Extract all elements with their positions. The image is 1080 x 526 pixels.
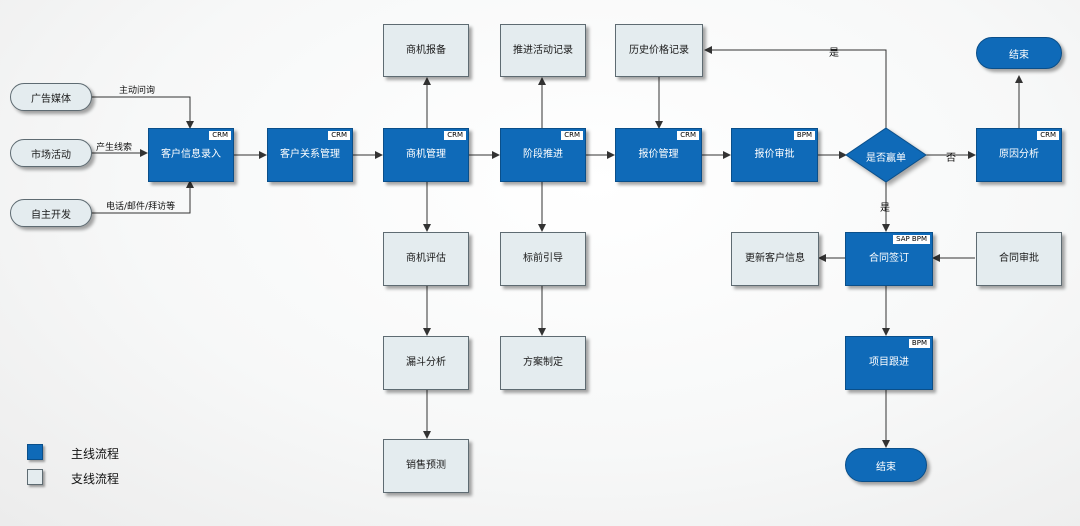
terminal-end-bottom-label: 结束 [876,461,896,473]
edge-label-active-inquiry: 主动问询 [119,86,156,96]
node-sales-forecast-label: 销售预测 [406,460,446,471]
source-market-activity-label: 市场活动 [31,149,71,161]
source-ad-media-label: 广告媒体 [31,93,71,105]
source-self-development-label: 自主开发 [31,209,71,221]
node-opportunity-eval-label: 商机评估 [406,253,446,264]
node-funnel-analysis-label: 漏斗分析 [406,357,446,368]
node-contract-approval: 合同审批 [976,232,1062,286]
node-customer-entry: CRM 客户信息录入 [148,128,234,182]
edge-decision-yes-to-history [704,46,887,128]
source-market-activity: 市场活动 [10,139,92,167]
node-contract-sign: SAP BPM 合同签订 [845,232,933,286]
node-update-customer: 更新客户信息 [731,232,819,286]
node-bid-guidance: 标前引导 [500,232,586,286]
node-quote-management-label: 报价管理 [638,149,679,160]
edge-label-yes-top: 是 [829,48,839,59]
node-customer-entry-label: 客户信息录入 [161,149,221,160]
node-contract-approval-label: 合同审批 [999,253,1039,264]
source-self-development: 自主开发 [10,199,92,227]
legend-label-main: 主线流程 [71,447,120,461]
node-sales-forecast: 销售预测 [383,439,469,493]
tag-sap-bpm: SAP BPM [893,235,930,244]
tag-crm: CRM [1037,131,1059,140]
node-opportunity-report: 商机报备 [383,24,469,77]
node-opportunity-report-label: 商机报备 [406,44,446,56]
node-stage-progress: CRM 阶段推进 [500,128,586,182]
node-customer-relationship-label: 客户关系管理 [280,149,340,160]
tag-bpm: BPM [793,131,815,140]
node-funnel-analysis: 漏斗分析 [383,336,469,390]
node-opportunity-management-label: 商机管理 [406,149,446,160]
legend-swatch-main [27,444,43,460]
edge-ad-to-entry [92,96,194,129]
terminal-end-top-label: 结束 [1009,49,1029,61]
tag-crm: CRM [209,131,231,140]
decision-label: 是否赢单 [866,153,906,164]
node-quote-approval: BPM 报价审批 [731,128,818,182]
tag-crm: CRM [677,131,699,140]
node-opportunity-management: CRM 商机管理 [383,128,469,182]
node-plan-making: 方案制定 [500,336,586,390]
tag-crm: CRM [328,131,350,140]
node-opportunity-eval: 商机评估 [383,232,469,286]
source-ad-media: 广告媒体 [10,83,92,111]
node-project-followup: BPM 项目跟进 [845,336,933,390]
tag-bpm: BPM [908,339,930,348]
node-project-followup-label: 项目跟进 [869,357,909,368]
node-customer-relationship: CRM 客户关系管理 [267,128,353,182]
edge-label-lead: 产生线索 [96,143,133,153]
node-contract-sign-label: 合同签订 [869,253,909,264]
terminal-end-bottom: 结束 [845,448,927,482]
node-price-history-label: 历史价格记录 [629,44,689,56]
node-promotion-log: 推进活动记录 [500,24,586,77]
tag-crm: CRM [561,131,583,140]
node-update-customer-label: 更新客户信息 [745,253,805,264]
node-price-history: 历史价格记录 [615,24,703,77]
terminal-end-top: 结束 [976,37,1062,69]
node-reason-analysis-label: 原因分析 [999,149,1039,160]
legend-swatch-branch [27,469,43,485]
node-reason-analysis: CRM 原因分析 [976,128,1062,182]
edge-self-to-entry [92,180,194,214]
node-bid-guidance-label: 标前引导 [523,253,563,264]
node-promotion-log-label: 推进活动记录 [513,44,573,56]
tag-crm: CRM [444,131,466,140]
edge-label-no-right: 否 [946,153,956,164]
node-stage-progress-label: 阶段推进 [523,149,563,160]
node-quote-management: CRM 报价管理 [615,128,702,182]
decision-diamond [845,127,927,183]
edge-label-yes-down: 是 [880,203,890,214]
legend-label-branch: 支线流程 [71,472,120,486]
node-quote-approval-label: 报价审批 [754,149,795,160]
node-plan-making-label: 方案制定 [523,357,563,368]
edge-label-contact: 电话/邮件/拜访等 [106,202,176,212]
